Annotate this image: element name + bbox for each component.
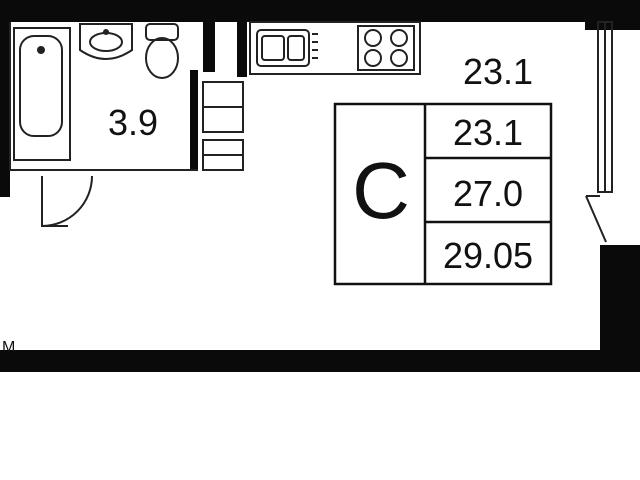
kitchen xyxy=(249,21,421,75)
bathroom-door xyxy=(41,175,93,227)
side-mark: М xyxy=(2,339,15,356)
top-wall xyxy=(0,0,640,22)
legend-total-with-balcony: 29.05 xyxy=(443,235,533,276)
bathroom-right-wall xyxy=(190,70,198,170)
toilet-bowl xyxy=(145,37,179,79)
walls xyxy=(0,0,640,372)
balcony-door-leaf xyxy=(585,195,607,243)
balcony xyxy=(585,21,613,243)
legend-living-area: 23.1 xyxy=(453,112,523,153)
kitchen-counter xyxy=(249,21,421,75)
toilet-tank xyxy=(145,23,179,41)
bathtub xyxy=(13,27,71,161)
sink xyxy=(79,23,133,60)
shafts xyxy=(202,81,244,171)
partition-wall-kitchen xyxy=(203,22,215,72)
drainer-lines xyxy=(312,33,318,59)
living-area-label: 23.1 xyxy=(463,51,533,92)
bathroom-area-label: 3.9 xyxy=(108,102,158,143)
cooktop xyxy=(357,25,415,71)
partition-wall-small xyxy=(237,22,247,77)
bathtub-inner xyxy=(19,35,63,137)
legend-total-area: 27.0 xyxy=(453,173,523,214)
bathroom xyxy=(9,22,198,227)
kitchen-sink xyxy=(256,29,310,67)
right-pillar xyxy=(600,245,640,372)
drain xyxy=(37,46,45,54)
left-wall-stub xyxy=(0,22,10,197)
unit-type-letter: С xyxy=(352,146,410,235)
bottom-wall xyxy=(0,350,610,372)
area-legend xyxy=(333,102,553,286)
